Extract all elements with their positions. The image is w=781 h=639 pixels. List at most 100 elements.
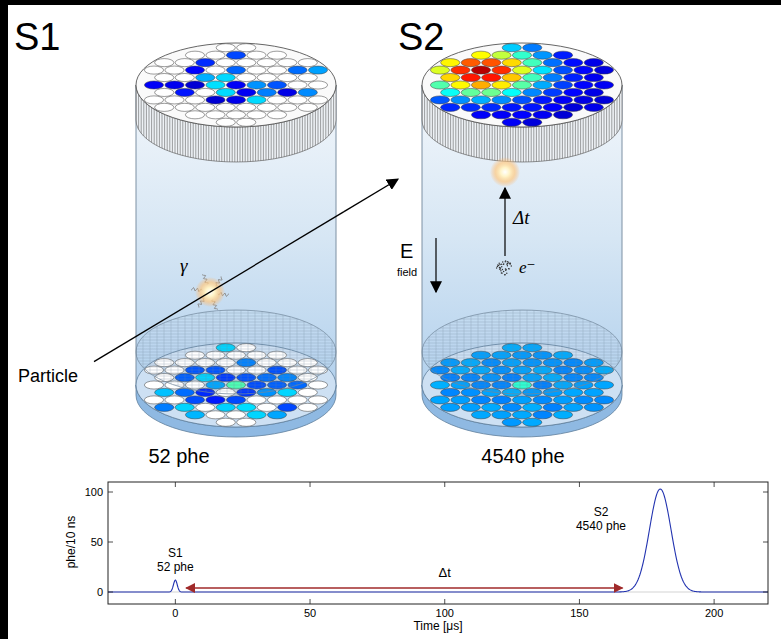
electron-dot — [507, 261, 508, 262]
grid-wire — [328, 43, 329, 162]
mesh-wire — [422, 325, 622, 326]
drift-time-label: Δt — [439, 566, 451, 581]
pmt — [196, 388, 215, 396]
pmt — [564, 74, 583, 82]
y-tick — [763, 542, 768, 543]
peak-label: S2 — [594, 506, 609, 520]
pmt — [441, 103, 460, 111]
x-tick — [175, 482, 176, 487]
electron-dot — [499, 268, 500, 269]
bottom-array-face — [136, 343, 336, 427]
pmt — [584, 103, 603, 111]
cathode-mesh — [422, 310, 622, 394]
pmt — [237, 344, 256, 352]
pmt — [155, 59, 174, 67]
mesh-wire — [136, 313, 336, 314]
pmt — [502, 74, 521, 82]
pmt — [533, 96, 552, 104]
pmt — [492, 111, 511, 119]
pmt — [185, 96, 204, 104]
pmt — [502, 344, 521, 352]
pmt — [512, 96, 531, 104]
pmt — [523, 118, 542, 126]
pmt — [584, 88, 603, 96]
pmt — [441, 388, 460, 396]
pmt — [278, 74, 297, 82]
pmt — [237, 374, 256, 382]
pmt — [553, 96, 572, 104]
mesh-wire — [136, 349, 336, 350]
pmt — [288, 81, 307, 89]
pmt — [196, 59, 215, 67]
pmt — [574, 81, 593, 89]
pmt — [482, 103, 501, 111]
pmt — [144, 66, 163, 74]
tick-label: 50 — [91, 536, 103, 549]
pmt-array — [430, 44, 613, 127]
detector-panel: S24540 phe — [398, 18, 648, 468]
photoelectron-count: 52 phe — [148, 444, 209, 468]
pmt — [237, 88, 256, 96]
mesh-wire — [136, 346, 336, 347]
pmt — [226, 66, 245, 74]
pmt — [482, 374, 501, 382]
cathode-ring — [422, 310, 622, 394]
grid-wire — [136, 43, 137, 162]
detector-cylinder — [136, 43, 336, 437]
pmt — [196, 359, 215, 367]
pmt — [155, 103, 174, 111]
cathode-ring — [136, 310, 336, 394]
electron-dot — [506, 264, 507, 265]
pmt — [543, 403, 562, 411]
pmt — [308, 66, 327, 74]
x-tick — [714, 599, 715, 604]
pmt — [278, 359, 297, 367]
drift-arrow — [504, 188, 505, 256]
mesh-wire — [136, 370, 336, 371]
axis-title: Time [μs] — [413, 620, 462, 634]
pmt — [298, 359, 317, 367]
pmt — [594, 96, 613, 104]
electron-dot — [501, 272, 502, 273]
pmt — [482, 359, 501, 367]
pmt — [237, 59, 256, 67]
pmt — [553, 111, 572, 119]
pmt — [267, 81, 286, 89]
pmt — [216, 74, 235, 82]
electron-dot — [511, 265, 512, 266]
pmt — [196, 374, 215, 382]
pmt — [502, 359, 521, 367]
pmt — [206, 81, 225, 89]
mesh-wire — [136, 343, 336, 344]
tick-label: 150 — [570, 607, 588, 620]
pmt — [216, 359, 235, 367]
pmt — [288, 96, 307, 104]
pmt-array — [144, 44, 327, 127]
grid-wire — [617, 43, 618, 162]
pmt — [543, 374, 562, 382]
top-array-face — [136, 43, 336, 127]
electron-dot — [507, 263, 508, 264]
pmt — [257, 403, 276, 411]
pmt — [206, 96, 225, 104]
pmt — [502, 88, 521, 96]
pmt — [206, 51, 225, 59]
pmt — [216, 403, 235, 411]
x-tick — [579, 482, 580, 487]
page-ground — [8, 5, 781, 639]
electron-dot — [508, 268, 509, 269]
pmt — [257, 374, 276, 382]
pmt — [523, 388, 542, 396]
tick-label: 0 — [97, 586, 103, 599]
pmt — [165, 396, 184, 404]
pmt — [216, 118, 235, 126]
peak-count: 4540 phe — [576, 520, 626, 534]
waveform-trace — [108, 489, 768, 592]
pmt — [482, 403, 501, 411]
pmt — [492, 396, 511, 404]
pmt — [257, 388, 276, 396]
electron-dot — [508, 268, 509, 269]
pmt — [196, 88, 215, 96]
